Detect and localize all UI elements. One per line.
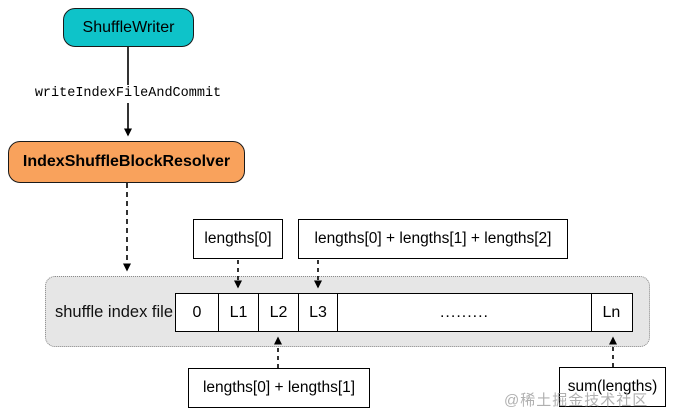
node-shuffle-writer-label: ShuffleWriter: [82, 18, 175, 36]
index-cell-l3: L3: [298, 294, 337, 331]
index-cell-l1: L1: [218, 294, 258, 331]
annotation-lengths0-box: lengths[0]: [193, 219, 283, 259]
node-index-shuffle-block-resolver: IndexShuffleBlockResolver: [8, 141, 245, 183]
index-cells-row: 0 L1 L2 L3 ......... Ln: [175, 293, 633, 332]
edge-method-label: writeIndexFileAndCommit: [28, 85, 228, 103]
annotation-lengths0-label: lengths[0]: [204, 230, 272, 247]
watermark: @稀土掘金技术社区: [504, 392, 649, 409]
index-cell-ellipsis: .........: [337, 294, 591, 331]
index-cell-l2: L2: [258, 294, 298, 331]
annotation-lengths01-label: lengths[0] + lengths[1]: [202, 379, 356, 396]
index-cell-offset-0: 0: [192, 303, 202, 321]
node-shuffle-writer: ShuffleWriter: [63, 8, 194, 47]
index-cell-ln: Ln: [591, 294, 631, 331]
annotation-sum-lengths-label: sum(lengths): [567, 378, 658, 395]
annotation-lengths01-box: lengths[0] + lengths[1]: [188, 368, 370, 408]
shuffle-index-file-label: shuffle index file: [55, 303, 174, 321]
node-index-shuffle-block-resolver-label: IndexShuffleBlockResolver: [22, 153, 231, 170]
annotation-sum-lengths-box: sum(lengths): [559, 367, 666, 407]
annotation-lengths012-label: lengths[0] + lengths[1] + lengths[2]: [314, 230, 552, 247]
annotation-lengths012-box: lengths[0] + lengths[1] + lengths[2]: [298, 219, 568, 259]
